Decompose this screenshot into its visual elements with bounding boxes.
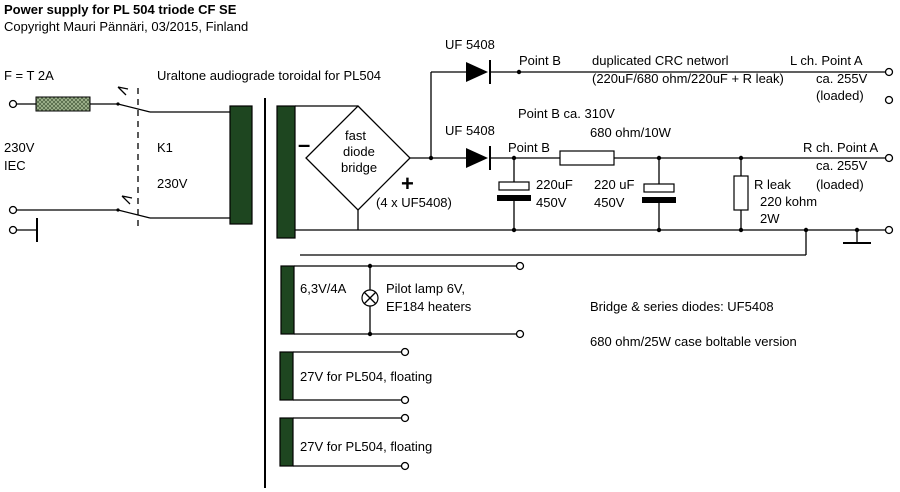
r-loaded: (loaded): [816, 177, 864, 192]
l-diode: [466, 62, 488, 82]
ground-terminal: [884, 225, 894, 235]
heater-winding: [280, 265, 295, 335]
primary-winding: [229, 105, 253, 225]
mains-terminal-n: [8, 205, 18, 215]
l-point-a-terminal: [884, 67, 894, 77]
fuse: [35, 96, 91, 112]
l-loaded: (loaded): [816, 88, 864, 103]
note-diodes: Bridge & series diodes: UF5408: [590, 299, 774, 314]
bridge-plus: +: [401, 171, 414, 196]
mains-terminal-l: [8, 99, 18, 109]
page-title: Power supply for PL 504 triode CF SE: [4, 2, 237, 17]
heater-terminal-2: [515, 329, 525, 339]
relay-label: K1: [157, 140, 173, 155]
r-diode-label: UF 5408: [445, 123, 495, 138]
r-leak-label: R leak: [754, 177, 791, 192]
r-point-a: R ch. Point A: [803, 140, 878, 155]
r-leak-resistor: [733, 175, 749, 211]
mains-iec: IEC: [4, 158, 26, 173]
r-cap1: [498, 181, 530, 191]
heater-label: 6,3V/4A: [300, 281, 347, 296]
floating-2-terminal-a: [400, 413, 410, 423]
r-resistor-680: [559, 150, 615, 166]
floating-winding-1: 27V for PL504, floating: [279, 347, 432, 405]
relay-contact-2: [117, 209, 151, 219]
pilot-label-1: Pilot lamp 6V,: [386, 281, 465, 296]
bridge-count: (4 x UF5408): [376, 195, 452, 210]
l-point-a: L ch. Point A: [790, 53, 863, 68]
l-voltage: ca. 255V: [816, 71, 868, 86]
floating-winding-1-coil: [279, 351, 294, 401]
mains-voltage: 230V: [4, 140, 35, 155]
r-cap1-value: 220uF: [536, 177, 573, 192]
copyright: Copyright Mauri Pännäri, 03/2015, Finlan…: [4, 19, 248, 34]
bridge-line2: diode: [343, 144, 375, 159]
l-network-line1: duplicated CRC networl: [592, 53, 729, 68]
bridge-minus: –: [298, 132, 310, 157]
l-ground-terminal: [884, 95, 894, 105]
l-network-line2: (220uF/680 ohm/220uF + R leak): [592, 71, 784, 86]
heater-terminal-1: [515, 261, 525, 271]
mains-terminal-pe: [8, 225, 18, 235]
floating-1-label: 27V for PL504, floating: [300, 369, 432, 384]
r-point-b: Point B: [508, 140, 550, 155]
floating-1-terminal-b: [400, 395, 410, 405]
l-point-b: Point B: [519, 53, 561, 68]
r-cap1-voltage: 450V: [536, 195, 567, 210]
note-resistor: 680 ohm/25W case boltable version: [590, 334, 797, 349]
l-diode-label: UF 5408: [445, 37, 495, 52]
r-cap2-voltage: 450V: [594, 195, 625, 210]
r-diode: [466, 148, 488, 168]
secondary-main-winding: [276, 105, 296, 239]
r-point-b-voltage: Point B ca. 310V: [518, 106, 615, 121]
bridge-line1: fast: [345, 128, 366, 143]
pilot-label-2: EF184 heaters: [386, 299, 472, 314]
floating-2-label: 27V for PL504, floating: [300, 439, 432, 454]
r-voltage: ca. 255V: [816, 158, 868, 173]
r-point-a-terminal: [884, 153, 894, 163]
floating-2-terminal-b: [400, 461, 410, 471]
r-leak-power: 2W: [760, 211, 780, 226]
floating-1-terminal-a: [400, 347, 410, 357]
r-leak-value: 220 kohm: [760, 194, 817, 209]
r-cap2-value: 220 uF: [594, 177, 635, 192]
floating-winding-2: 27V for PL504, floating: [279, 413, 432, 471]
left-channel: UF 5408 Point B duplicated CRC networl (…: [445, 37, 894, 105]
fuse-label: F = T 2A: [4, 68, 54, 83]
floating-winding-2-coil: [279, 417, 294, 467]
mains-section: F = T 2A 230V IEC K1 230V: [4, 68, 253, 242]
transformer-label: Uraltone audiograde toroidal for PL504: [157, 68, 381, 83]
relay-contact-1: [117, 103, 151, 113]
relay-voltage: 230V: [157, 176, 188, 191]
bridge-line3: bridge: [341, 160, 377, 175]
heater-section: 6,3V/4A Pilot lamp 6V, EF184 heaters: [280, 261, 525, 339]
r-cap2: [643, 183, 675, 193]
r-resistor-label: 680 ohm/10W: [590, 125, 672, 140]
right-channel: UF 5408 Point B ca. 310V 680 ohm/10W Poi…: [445, 106, 894, 233]
